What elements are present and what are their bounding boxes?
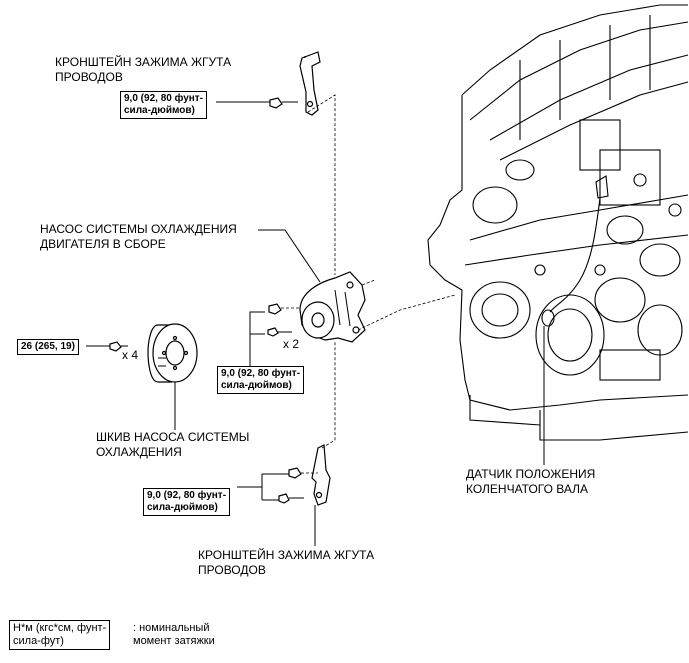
label-pulley: ШКИВ НАСОСА СИСТЕМЫ ОХЛАЖДЕНИЯ [96,430,249,460]
label-line: ДАТЧИК ПОЛОЖЕНИЯ [466,467,596,481]
torque-box-bracket-bottom: 9,0 (92, 80 фунт- сила-дюймов) [143,488,231,516]
torque-line: 9,0 (92, 80 фунт- [124,93,204,104]
label-line: КОЛЕНЧАТОГО ВАЛА [466,482,589,496]
legend-unit-box: Н*м (кгс*см, фунт- сила-фут) [9,620,111,650]
label-bracket-bottom: КРОНШТЕЙН ЗАЖИМА ЖГУТА ПРОВОДОВ [198,548,374,578]
bolt-bottom-1 [288,467,302,479]
water-pump-pulley [147,323,198,383]
torque-line: 26 (265, 19) [21,341,75,352]
legend-line: момент затяжки [133,635,215,647]
multiplier-pulley: x 4 [122,348,139,362]
bolt-pulley [109,341,128,352]
water-pump-assembly [299,271,366,343]
label-line: ПРОВОДОВ [198,563,266,577]
label-line: ОХЛАЖДЕНИЯ [96,445,182,459]
torque-line: сила-дюймов) [147,502,218,513]
label-crank-sensor: ДАТЧИК ПОЛОЖЕНИЯ КОЛЕНЧАТОГО ВАЛА [466,467,595,497]
label-bracket-top: КРОНШТЕЙН ЗАЖИМА ЖГУТА ПРОВОДОВ [55,55,231,85]
label-line: НАСОС СИСТЕМЫ ОХЛАЖДЕНИЯ [40,222,237,236]
label-line: КРОНШТЕЙН ЗАЖИМА ЖГУТА [55,55,232,69]
harness-bracket-top [299,51,321,116]
label-line: ШКИВ НАСОСА СИСТЕМЫ [96,430,250,444]
engine-block-drawing [427,4,689,441]
torque-box-bracket-top: 9,0 (92, 80 фунт- сила-дюймов) [120,91,208,119]
legend-line: Н*м (кгс*см, фунт- [13,622,107,634]
bolt-bottom-2 [278,493,304,504]
bolt-pump-1 [268,303,282,315]
label-pump-assembly: НАСОС СИСТЕМЫ ОХЛАЖДЕНИЯ ДВИГАТЕЛЯ В СБО… [40,222,237,252]
legend-line: : номинальный [133,622,210,634]
harness-bracket-bottom [311,444,331,506]
torque-line: сила-дюймов) [124,105,195,116]
multiplier-pump: x 2 [283,337,300,351]
label-line: КРОНШТЕЙН ЗАЖИМА ЖГУТА [198,548,375,562]
crankshaft-position-sensor [541,175,609,327]
torque-line: сила-дюймов) [221,380,292,391]
legend-description: : номинальный момент затяжки [133,622,215,648]
torque-box-pulley: 26 (265, 19) [17,339,79,355]
bolt-pump-2 [267,327,292,337]
torque-line: 9,0 (92, 80 фунт- [147,490,227,501]
torque-line: 9,0 (92, 80 фунт- [221,368,301,379]
label-line: ПРОВОДОВ [55,70,123,84]
bolt-top [269,97,298,109]
label-line: ДВИГАТЕЛЯ В СБОРЕ [40,237,166,251]
torque-box-pump: 9,0 (92, 80 фунт- сила-дюймов) [217,366,305,394]
legend-line: сила-фут) [13,635,64,647]
